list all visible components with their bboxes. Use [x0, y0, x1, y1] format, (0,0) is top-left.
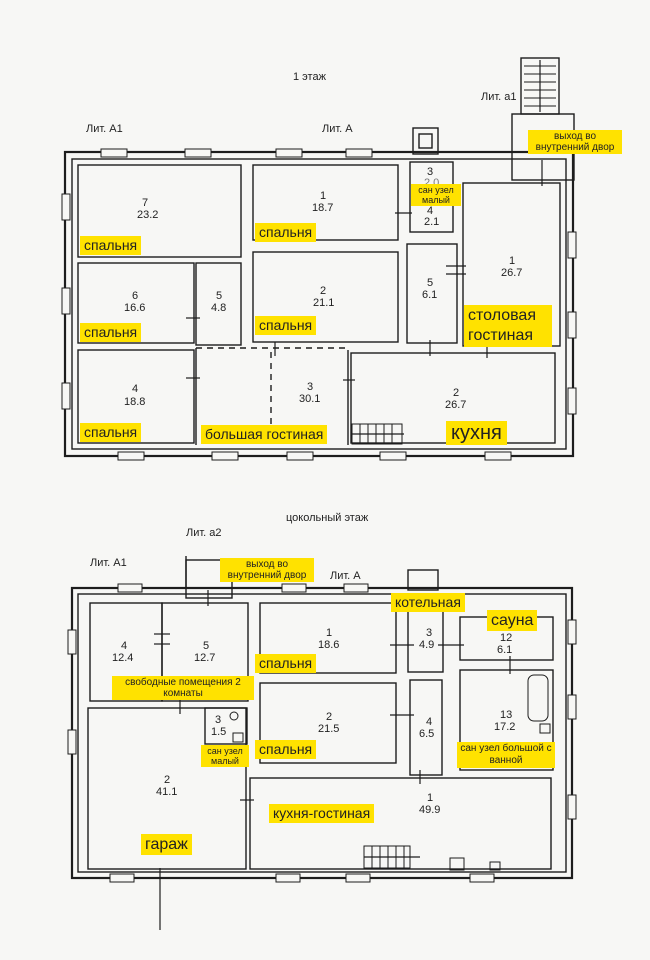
- room-number: 5: [203, 640, 210, 652]
- room-number: 12: [500, 632, 513, 644]
- room-area: 4.9: [419, 639, 435, 651]
- room-area: 2.1: [424, 216, 440, 228]
- room-tag: спальня: [80, 423, 142, 442]
- first-floor-walls: [63, 57, 575, 458]
- basement-windows: [67, 583, 577, 883]
- room-tag: спальня: [255, 223, 317, 242]
- room-tag: спальня: [80, 323, 142, 342]
- basement-walls: [70, 556, 574, 930]
- room-number: 4: [121, 640, 128, 652]
- room-tag: котельная: [391, 593, 465, 612]
- room-area: 12.4: [112, 652, 134, 664]
- room-tag: сауна: [487, 610, 538, 631]
- room-area: 49.9: [419, 804, 441, 816]
- room-number: 2: [326, 711, 333, 723]
- room-tag: большая гостиная: [201, 425, 328, 444]
- lit-label: Лит. А1: [90, 557, 127, 569]
- room-tag: спальня: [255, 316, 317, 335]
- room-number: 7: [142, 197, 149, 209]
- room-tag: гараж: [141, 834, 192, 855]
- room-tag: кухня: [446, 421, 507, 445]
- room-tag: спальня: [80, 236, 142, 255]
- room-tag: сан узел малый: [411, 184, 461, 206]
- room-tag: сан узел малый: [201, 745, 249, 767]
- room-area: 26.7: [501, 267, 523, 279]
- room-number: 4: [427, 205, 434, 217]
- floor-title: цокольный этаж: [286, 512, 369, 524]
- room-tag: выход во внутренний двор: [528, 130, 622, 154]
- room-tag: свободные помещения 2 комнаты: [112, 676, 254, 700]
- room-tag: столовая гостиная: [464, 305, 552, 347]
- room-number: 3: [427, 166, 434, 178]
- room-number: 1: [320, 190, 327, 202]
- room-number: 2: [320, 285, 327, 297]
- room-number: 2: [164, 774, 171, 786]
- room-number: 3: [426, 627, 433, 639]
- lit-label: Лит. А: [330, 570, 361, 582]
- room-area: 21.1: [313, 297, 335, 309]
- room-tag: спальня: [255, 654, 317, 673]
- room-number: 4: [426, 716, 433, 728]
- room-area: 21.5: [318, 723, 340, 735]
- room-number: 5: [216, 290, 223, 302]
- room-number: 3: [215, 714, 222, 726]
- room-area: 6.5: [419, 728, 435, 740]
- lit-label: Лит. А: [322, 123, 353, 135]
- room-number: 1: [326, 627, 333, 639]
- room-area: 6.1: [422, 289, 438, 301]
- room-area: 18.6: [318, 639, 340, 651]
- room-number: 3: [307, 381, 314, 393]
- room-number: 1: [509, 255, 516, 267]
- lit-label: Лит. а2: [186, 527, 222, 539]
- room-number: 6: [132, 290, 139, 302]
- lit-label: Лит. а1: [481, 91, 517, 103]
- room-tag: спальня: [255, 740, 317, 759]
- room-tag: кухня-гостиная: [269, 804, 375, 823]
- room-number: 1: [427, 792, 434, 804]
- room-number: 2: [453, 387, 460, 399]
- room-area: 12.7: [194, 652, 216, 664]
- room-area: 4.8: [211, 302, 227, 314]
- room-area: 30.1: [299, 393, 321, 405]
- room-area: 17.2: [494, 721, 516, 733]
- room-number: 5: [427, 277, 434, 289]
- room-area: 41.1: [156, 786, 178, 798]
- room-area: 1.5: [211, 726, 227, 738]
- room-area: 16.6: [124, 302, 146, 314]
- room-number: 4: [132, 383, 139, 395]
- room-area: 26.7: [445, 399, 467, 411]
- room-area: 6.1: [497, 644, 513, 656]
- room-tag: выход во внутренний двор: [220, 558, 314, 582]
- room-area: 18.7: [312, 202, 334, 214]
- room-tag: сан узел большой с ванной: [457, 742, 555, 768]
- first-floor-windows: [61, 148, 577, 461]
- floor-title: 1 этаж: [293, 71, 326, 83]
- lit-label: Лит. А1: [86, 123, 123, 135]
- room-area: 18.8: [124, 396, 146, 408]
- room-number: 13: [500, 709, 513, 721]
- room-area: 23.2: [137, 209, 159, 221]
